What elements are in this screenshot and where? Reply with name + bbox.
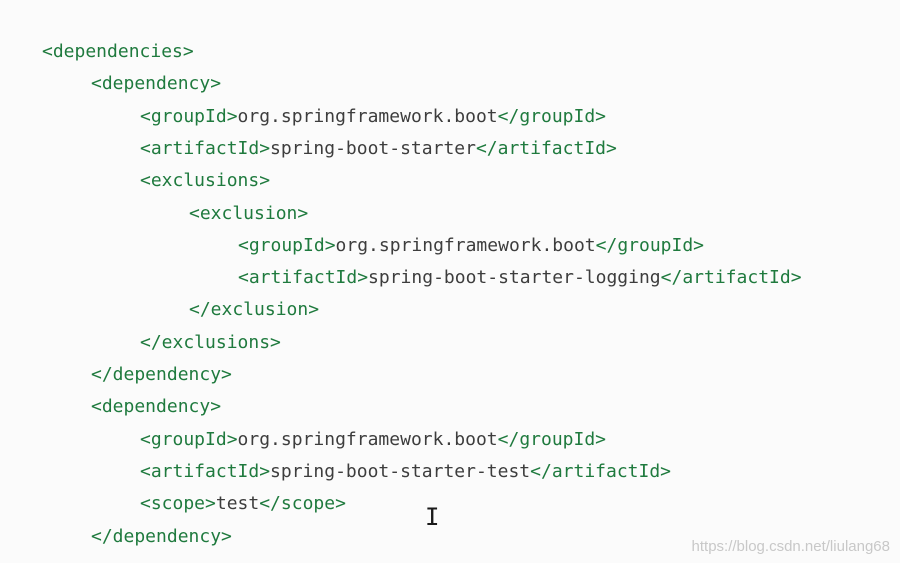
xml-close-tag: </groupId> [595, 234, 705, 256]
code-line: </dependency> [91, 359, 232, 391]
code-line: <groupId>org.springframework.boot</group… [238, 230, 704, 262]
xml-close-tag: </scope> [259, 493, 346, 515]
xml-open-tag: <dependency> [91, 396, 222, 418]
xml-open-tag: <artifactId> [140, 137, 271, 159]
xml-text-value: org.springframework.boot [335, 234, 596, 256]
code-line: <dependency> [91, 68, 221, 100]
xml-open-tag: </exclusions> [140, 331, 281, 353]
code-line: <exclusions> [140, 165, 270, 197]
xml-open-tag: </exclusion> [189, 299, 320, 321]
code-line: <dependency> [91, 391, 221, 423]
xml-open-tag: </dependency> [91, 364, 232, 385]
code-line: <artifactId>spring-boot-starter</artifac… [140, 133, 617, 165]
xml-open-tag: <exclusions> [140, 170, 271, 192]
xml-open-tag: <groupId> [238, 234, 336, 256]
watermark: https://blog.csdn.net/liulang68 [691, 538, 890, 555]
text-cursor-icon: I [425, 503, 440, 531]
xml-open-tag: <exclusion> [189, 202, 309, 224]
xml-text-value: org.springframework.boot [237, 428, 498, 450]
xml-open-tag: <groupId> [140, 428, 238, 450]
code-line: <artifactId>spring-boot-starter-test</ar… [140, 456, 671, 488]
code-line: <scope>test</scope> [140, 488, 346, 520]
xml-open-tag: <artifactId> [238, 267, 369, 289]
xml-text-value: spring-boot-starter [270, 137, 476, 159]
code-line: <groupId>org.springframework.boot</group… [140, 424, 606, 456]
code-line: </exclusions> [140, 327, 281, 359]
code-line: <artifactId>spring-boot-starter-logging<… [238, 262, 802, 294]
xml-open-tag: <dependencies> [42, 41, 194, 62]
xml-text-value: spring-boot-starter-test [270, 460, 531, 482]
xml-text-value: test [215, 493, 260, 515]
code-line: <dependencies> [42, 36, 194, 68]
xml-close-tag: </groupId> [497, 428, 607, 450]
xml-open-tag: <scope> [140, 493, 216, 515]
xml-close-tag: </artifactId> [530, 460, 672, 482]
xml-text-value: org.springframework.boot [237, 105, 498, 127]
xml-close-tag: </artifactId> [660, 267, 802, 289]
xml-open-tag: <dependency> [91, 73, 222, 95]
xml-open-tag: <groupId> [140, 105, 238, 127]
code-line: </exclusion> [189, 294, 319, 326]
xml-open-tag: </dependency> [91, 525, 232, 547]
xml-close-tag: </groupId> [497, 105, 607, 127]
xml-open-tag: <artifactId> [140, 460, 271, 482]
xml-text-value: spring-boot-starter-logging [368, 267, 661, 289]
code-line: </dependency> [91, 521, 232, 553]
code-line: <groupId>org.springframework.boot</group… [140, 101, 606, 133]
code-line: <exclusion> [189, 198, 308, 230]
xml-close-tag: </artifactId> [475, 137, 617, 159]
